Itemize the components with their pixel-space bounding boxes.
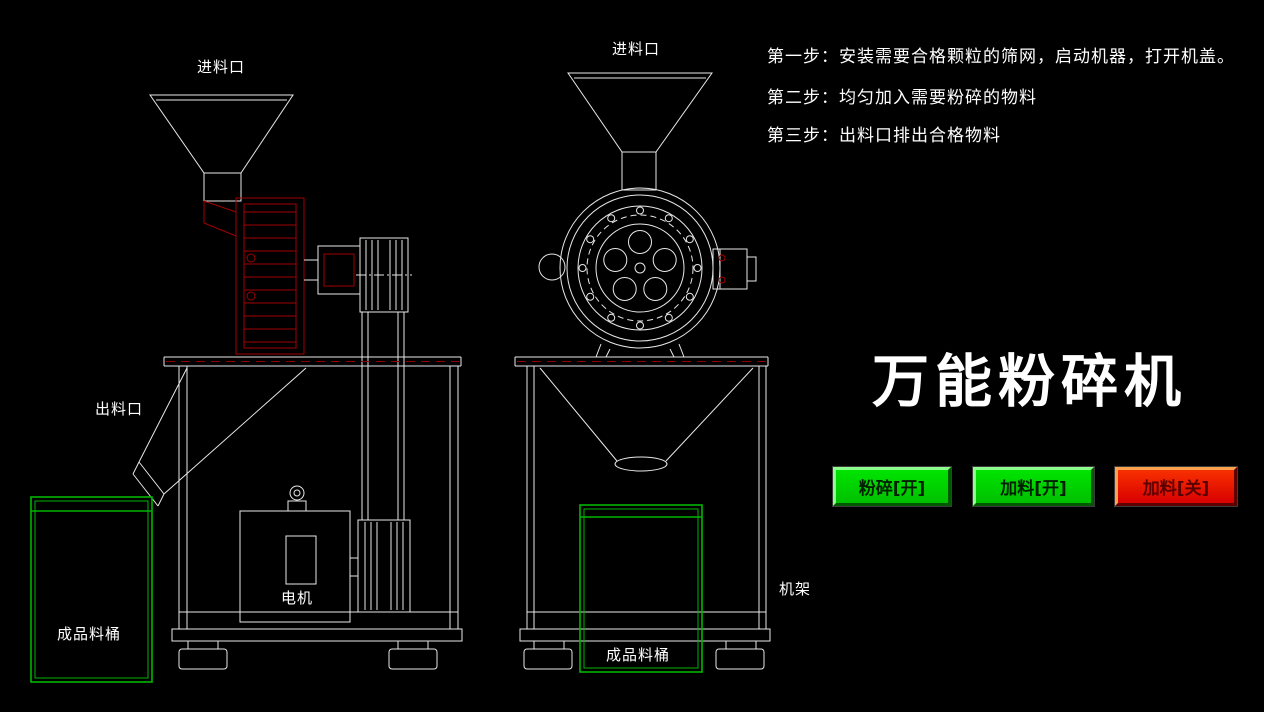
side-discharge-outlet-label: 出料口 bbox=[95, 400, 144, 418]
front-hinge bbox=[538, 253, 566, 281]
side-motor-label: 电机 bbox=[281, 589, 314, 607]
instruction-step2: 第二步：均匀加入需要粉碎的物料 bbox=[767, 88, 1037, 108]
front-frame bbox=[526, 365, 767, 630]
side-tabletop bbox=[163, 356, 462, 367]
front-view-drawing bbox=[514, 72, 771, 673]
front-base-feet bbox=[519, 628, 771, 670]
front-funnel bbox=[539, 367, 754, 472]
side-frame bbox=[178, 365, 459, 630]
side-feed-inlet-label: 进料口 bbox=[197, 58, 246, 76]
feed-off-button[interactable]: 加料[关] bbox=[1114, 466, 1238, 507]
side-lower-pulley bbox=[350, 519, 411, 613]
crush-on-button[interactable]: 粉碎[开] bbox=[832, 466, 952, 507]
side-product-barrel-label: 成品料桶 bbox=[57, 625, 122, 643]
frame-label: 机架 bbox=[779, 580, 812, 598]
front-supports bbox=[595, 343, 685, 358]
front-tabletop bbox=[514, 356, 769, 367]
front-product-barrel-label: 成品料桶 bbox=[606, 646, 671, 664]
side-product-barrel bbox=[30, 496, 153, 683]
front-hopper bbox=[567, 72, 713, 191]
side-belt bbox=[361, 312, 405, 520]
side-motor bbox=[239, 485, 351, 623]
side-view-drawing bbox=[30, 94, 463, 683]
front-feed-inlet-label: 进料口 bbox=[612, 40, 661, 58]
side-grinder-housing bbox=[203, 197, 305, 355]
front-product-barrel bbox=[579, 504, 703, 673]
instruction-step1: 第一步：安装需要合格颗粒的筛网，启动机器，打开机盖。 bbox=[767, 47, 1235, 67]
side-discharge-chute bbox=[132, 367, 307, 507]
front-bracket bbox=[712, 248, 757, 290]
side-base-feet bbox=[171, 628, 463, 670]
side-shaft-bearing bbox=[304, 245, 361, 295]
feed-on-button[interactable]: 加料[开] bbox=[972, 466, 1095, 507]
instruction-step3: 第三步：出料口排出合格物料 bbox=[767, 126, 1001, 146]
side-hopper bbox=[149, 94, 294, 202]
side-upper-pulley bbox=[356, 237, 412, 313]
page-title: 万能粉碎机 bbox=[872, 349, 1187, 415]
front-grinding-chamber bbox=[559, 187, 721, 349]
